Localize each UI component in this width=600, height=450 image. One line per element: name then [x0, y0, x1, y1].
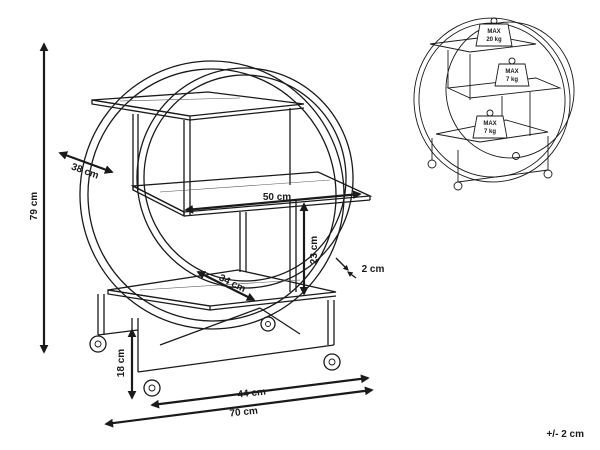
- caster-back-right: [323, 353, 341, 371]
- tolerance-note: +/- 2 cm: [546, 429, 584, 440]
- weight-bottom-line2: 7 kg: [484, 129, 496, 135]
- weight-icon-top: MAX 20 kg: [475, 17, 513, 47]
- weight-middle-line2: 7 kg: [506, 77, 518, 83]
- caster-front-right: [143, 379, 161, 397]
- weight-icon-bottom: MAX 7 kg: [472, 109, 508, 139]
- caster-back-middle: [260, 316, 276, 332]
- total-width-label: 70 cm: [229, 406, 258, 420]
- base-width-label: 44 cm: [237, 387, 266, 401]
- weight-icon-middle: MAX 7 kg: [494, 57, 530, 87]
- weight-bottom-line1: MAX: [483, 121, 496, 127]
- weight-capacity-inset: MAX 20 kg MAX 7 kg MAX 7 kg: [413, 17, 575, 191]
- height-label: 79 cm: [29, 192, 40, 220]
- shelf-gap-label: 23 cm: [309, 236, 320, 264]
- weight-middle-line1: MAX: [505, 69, 518, 75]
- weight-top-line1: MAX: [487, 29, 500, 35]
- frame-thickness-label: 2 cm: [362, 264, 385, 275]
- lower-depth-label: 34 cm: [217, 273, 247, 295]
- weight-top-line2: 20 kg: [486, 37, 502, 43]
- caster-front-left: [89, 335, 107, 353]
- main-cart-drawing: [79, 60, 373, 397]
- dimension-lines: [39, 42, 374, 428]
- shelf-width-label: 50 cm: [263, 192, 291, 203]
- depth-label: 38 cm: [70, 162, 101, 182]
- leg-height-label: 18 cm: [116, 349, 127, 377]
